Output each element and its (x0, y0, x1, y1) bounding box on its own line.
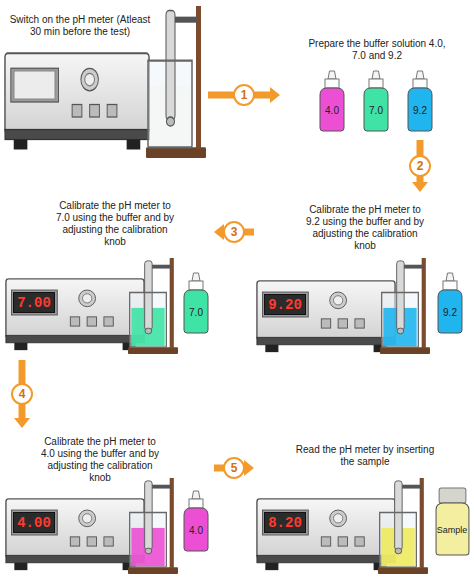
bottle-cap (369, 79, 383, 88)
bottle-cap (189, 499, 203, 508)
bottle-cap (439, 488, 466, 503)
bottle-nozzle (446, 273, 454, 281)
bottle-label: 9.2 (443, 307, 457, 318)
bottle-body (438, 290, 462, 333)
bottle-body (184, 508, 208, 551)
electrode-stand (128, 258, 178, 354)
display-reading: 4.00 (17, 515, 51, 531)
step-caption: Calibrate the pH meter to 9.2 using the … (302, 204, 428, 252)
step-panel: Calibrate the pH meter to 9.2 using the … (254, 192, 474, 360)
step-number: 2 (409, 155, 431, 177)
bottle-cap (413, 79, 427, 88)
bottle-nozzle (192, 273, 200, 281)
step-panel: Calibrate the pH meter to 4.0 using the … (0, 428, 214, 577)
bottle-outline (436, 272, 464, 334)
sample-bottle: Sample (434, 486, 471, 556)
buffer-bottle: 4.0 (318, 70, 346, 132)
bottle-label: 7.0 (189, 307, 203, 318)
step-number: 5 (223, 457, 245, 479)
electrode-stand (128, 478, 178, 574)
step-caption: Calibrate the pH meter to 4.0 using the … (38, 436, 162, 484)
buffer-bottle: 7.0 (362, 70, 390, 132)
buffer-bottle: 9.2 (406, 70, 434, 132)
bottle-body (436, 503, 469, 555)
step-panel: Calibrate the pH meter to 7.0 using the … (0, 192, 214, 360)
bottle-label: 7.0 (369, 105, 383, 116)
buffer-bottle: 4.0 (182, 490, 210, 552)
step-panel: Switch on the pH meter (Atleast 30 min b… (0, 0, 208, 165)
bottle-label: 4.0 (189, 525, 203, 536)
buffer-bottle: 7.0 (182, 272, 210, 334)
bottle-outline (406, 70, 434, 132)
meter-display: 7.00 (13, 292, 55, 313)
electrode-stand (380, 258, 430, 354)
ph-meter (6, 499, 144, 570)
step-caption: Calibrate the pH meter to 7.0 using the … (52, 200, 178, 248)
step-caption: Read the pH meter by inserting the sampl… (295, 444, 435, 468)
bottle-nozzle (372, 71, 380, 79)
display-reading: 7.00 (17, 295, 51, 311)
bottle-outline (362, 70, 390, 132)
bottle-cap (325, 79, 339, 88)
meter-display: 4.00 (13, 512, 55, 533)
bottle-label: 9.2 (413, 105, 427, 116)
step-number: 1 (233, 84, 255, 106)
ph-meter (257, 499, 395, 570)
bottle-outline (182, 490, 210, 552)
bottle-nozzle (328, 71, 336, 79)
bottle-body (184, 290, 208, 333)
electrode-stand (378, 478, 428, 574)
step-caption: Prepare the buffer solution 4.0, 7.0 and… (302, 38, 452, 62)
step-panel: Prepare the buffer solution 4.0, 7.0 and… (280, 34, 474, 140)
ph-meter (5, 53, 149, 149)
meter-display: 9.20 (264, 294, 306, 315)
ph-meter (6, 279, 144, 350)
bottle-body (364, 88, 388, 131)
step-panel: Read the pH meter by inserting the sampl… (254, 436, 474, 577)
display-reading: 9.20 (268, 297, 302, 313)
bottle-label: Sample (437, 525, 468, 535)
bottle-body (320, 88, 344, 131)
step-number: 3 (223, 221, 245, 243)
buffer-bottle: 9.2 (436, 272, 464, 334)
bottle-outline (318, 70, 346, 132)
step-number: 4 (11, 383, 33, 405)
bottle-cap (189, 281, 203, 290)
bottle-cap (443, 281, 457, 290)
bottle-body (408, 88, 432, 131)
meter-display: 8.20 (264, 512, 306, 533)
ph-meter (257, 281, 395, 352)
bottle-outline (434, 486, 471, 556)
bottle-label: 4.0 (325, 105, 339, 116)
bottle-nozzle (192, 491, 200, 499)
bottle-outline (182, 272, 210, 334)
step-caption: Switch on the pH meter (Atleast 30 min b… (4, 14, 156, 38)
electrode-stand (146, 6, 206, 158)
connector-group (22, 95, 420, 468)
bottle-nozzle (416, 71, 424, 79)
display-reading: 8.20 (268, 515, 302, 531)
blank-display (14, 71, 55, 99)
